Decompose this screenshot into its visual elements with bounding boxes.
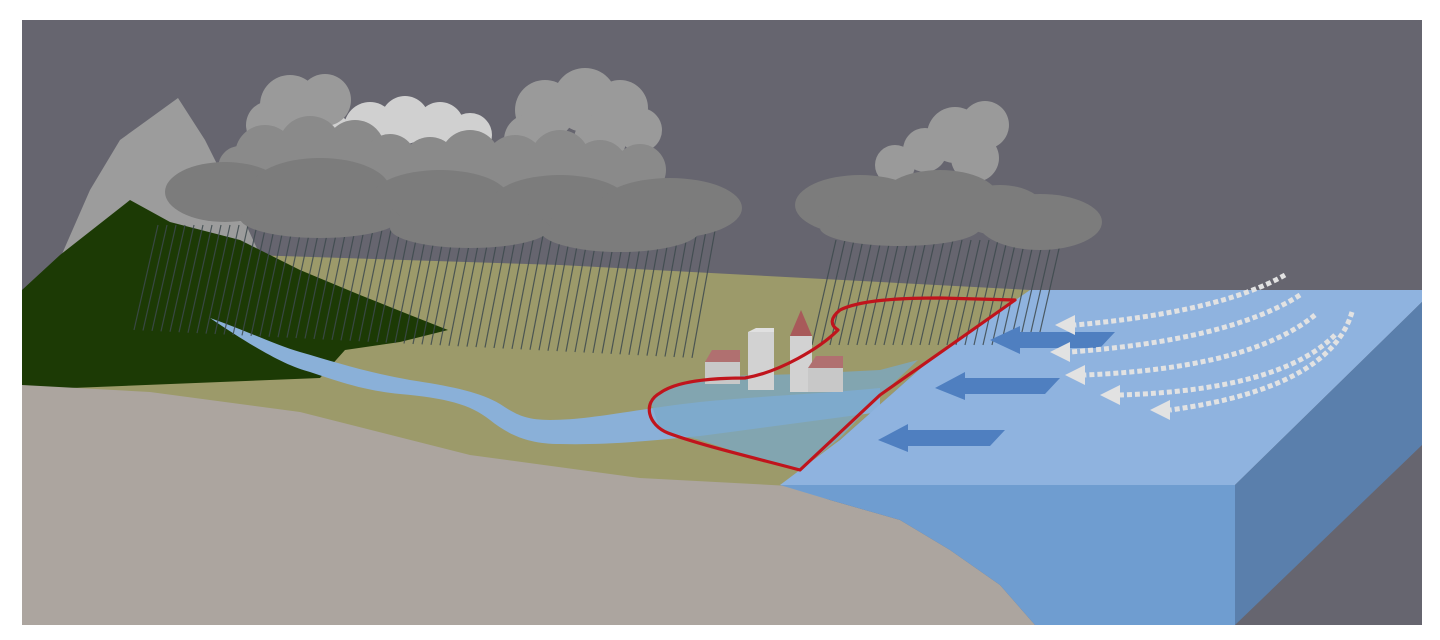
rain-streak	[691, 224, 717, 359]
rain-streak	[538, 224, 564, 351]
rain-streak	[250, 224, 276, 336]
wind-arrow	[1050, 292, 1302, 362]
flood-water	[650, 360, 918, 470]
rain-streak	[865, 239, 891, 346]
rain-cloud-right	[795, 101, 1102, 250]
rain-streak	[331, 224, 357, 341]
rain-streak	[520, 224, 546, 350]
rain-streak	[160, 224, 186, 332]
rain-streak	[340, 224, 366, 341]
rain-streak	[937, 239, 963, 346]
rain-streak	[838, 239, 864, 346]
wind-arrow	[1055, 272, 1287, 335]
rain-streak	[232, 224, 258, 336]
rain-streak	[358, 224, 384, 342]
rain-streak	[187, 224, 213, 333]
rain-streak	[511, 224, 537, 350]
flood-extent-outline	[647, 296, 1017, 472]
ground-cross-section	[22, 385, 1035, 625]
wind-arrow	[1100, 333, 1337, 405]
rain-streak	[964, 239, 990, 346]
rain-streak	[991, 239, 1017, 346]
sea-side	[1235, 302, 1422, 625]
rain-streak	[223, 224, 249, 335]
wind-arrow	[1150, 311, 1355, 420]
rain-streak	[673, 224, 699, 358]
rain-streak	[277, 224, 303, 338]
rain-streak	[295, 224, 321, 339]
rain-streak	[403, 224, 429, 344]
rain-streak	[883, 239, 909, 346]
rain-streak	[214, 224, 240, 335]
rain-streak	[268, 224, 294, 337]
rain-streak	[847, 239, 873, 346]
rain-streak	[982, 239, 1008, 346]
rain-streak	[493, 224, 519, 349]
rain-streak	[892, 239, 918, 346]
rain-streak	[169, 224, 195, 332]
rain-streak	[946, 239, 972, 346]
rain-streak	[349, 224, 375, 341]
surge-arrow	[990, 326, 1115, 354]
rain-streak	[1018, 239, 1044, 346]
wind-arrow	[1065, 313, 1317, 385]
rain-streak	[910, 239, 936, 346]
rain-streak	[367, 224, 393, 342]
rain-streak	[304, 224, 330, 339]
church-tower	[790, 310, 812, 392]
rain-streak	[811, 239, 837, 346]
rain-streak	[1027, 239, 1053, 346]
rain-streak	[322, 224, 348, 340]
rain-streak	[901, 239, 927, 346]
rain-streak	[955, 239, 981, 346]
rain-streak	[502, 224, 528, 349]
surge-arrow	[935, 372, 1060, 400]
surge-arrow	[878, 424, 1005, 452]
rain-streak	[655, 224, 681, 357]
rain-streak	[919, 239, 945, 346]
rain-streak	[196, 224, 222, 334]
rain-streak	[178, 224, 204, 333]
rainfall-right	[811, 239, 1062, 346]
rain-streak	[529, 224, 555, 350]
house-right	[808, 356, 843, 392]
rain-streak	[286, 224, 312, 338]
rain-streak	[376, 224, 402, 343]
rain-cloud-large	[165, 68, 742, 252]
rain-streak	[874, 239, 900, 346]
rain-streak	[820, 239, 846, 346]
rain-streak	[385, 224, 411, 343]
rain-streak	[205, 224, 231, 334]
rain-streak	[1009, 239, 1035, 346]
forested-hill	[22, 200, 448, 390]
rain-streak	[259, 224, 285, 337]
rain-streak	[682, 224, 708, 358]
rain-streak	[394, 224, 420, 344]
rain-streak	[133, 224, 159, 331]
onshore-wind-arrows	[1050, 272, 1355, 420]
rain-streak	[142, 224, 168, 331]
rain-streak	[664, 224, 690, 357]
storm-surge-arrows	[878, 326, 1115, 452]
sea-front	[780, 485, 1235, 625]
rain-streak	[928, 239, 954, 346]
tower-tall	[748, 328, 774, 390]
rain-streak	[856, 239, 882, 346]
rain-streak	[241, 224, 267, 336]
rain-streak	[313, 224, 339, 340]
rain-streak	[151, 224, 177, 332]
rain-streak	[1000, 239, 1026, 346]
rain-streak	[1036, 239, 1062, 346]
